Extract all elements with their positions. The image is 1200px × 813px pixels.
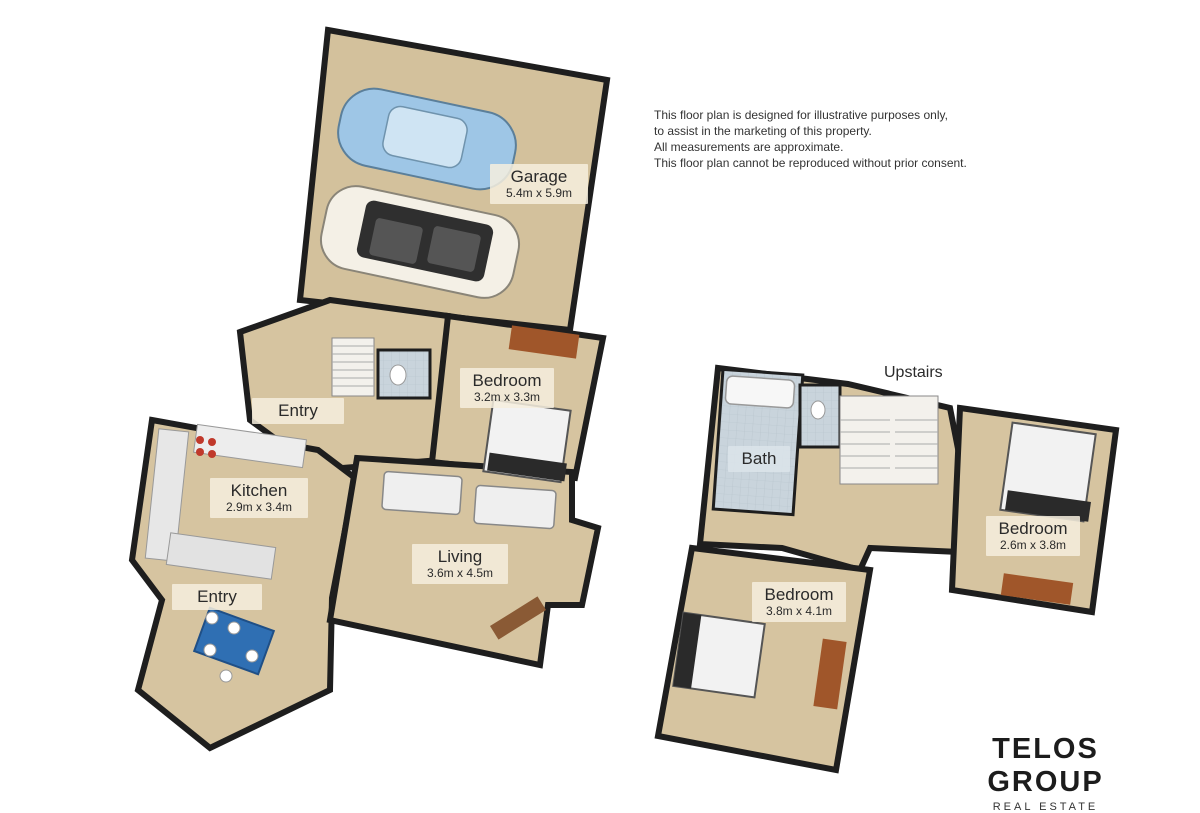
car-blue <box>337 87 517 191</box>
disclaimer-line: to assist in the marketing of this prope… <box>654 124 872 138</box>
car-white <box>319 185 521 299</box>
wardrobe-upper <box>813 638 847 710</box>
wardrobe-ground <box>508 325 580 359</box>
disclaimer-line: This floor plan is designed for illustra… <box>654 108 948 122</box>
bed-upper <box>672 611 766 699</box>
cooktop <box>196 436 216 458</box>
dining-table <box>192 606 276 683</box>
brand-name: TELOS GROUP <box>987 733 1104 798</box>
upstairs-label: Upstairs <box>884 364 943 381</box>
kitchen-bench-top <box>193 423 307 469</box>
bed-ground <box>482 398 572 484</box>
brand-tagline: REAL ESTATE <box>992 801 1099 813</box>
kitchen-bench-left <box>144 428 190 562</box>
wardrobe-right <box>1000 573 1074 605</box>
bedroom-right-label: Bedroom 2.6m x 3.8m <box>986 516 1080 557</box>
disclaimer-line: This floor plan cannot be reproduced wit… <box>654 156 967 170</box>
disclaimer-line: All measurements are approximate. <box>654 140 844 154</box>
entry-top-label: Entry <box>252 398 344 425</box>
kitchen-island <box>165 532 277 580</box>
sofa-left <box>381 470 463 516</box>
bed-right <box>999 421 1097 523</box>
upstairs-floor <box>654 364 1120 774</box>
bathtub <box>724 375 796 409</box>
disclaimer: This floor plan is designed for illustra… <box>654 107 967 171</box>
entry-bottom-label: Entry <box>172 584 262 611</box>
bath-label: Bath <box>728 446 790 473</box>
sofa-right <box>473 484 557 530</box>
wc-upper <box>798 383 842 449</box>
bedroom-upper-label: Bedroom 3.8m x 4.1m <box>752 582 846 623</box>
bedroom-ground-label: Bedroom 3.2m x 3.3m <box>460 368 554 409</box>
stairs-ground <box>331 337 375 397</box>
kitchen-label: Kitchen 2.9m x 3.4m <box>210 478 308 519</box>
garage-label: Garage 5.4m x 5.9m <box>490 164 588 205</box>
ground-floor <box>128 26 611 752</box>
wc-ground <box>376 348 432 400</box>
brand-logo: TELOS GROUP REAL ESTATE <box>938 733 1153 813</box>
tv-unit <box>490 596 546 640</box>
living-label: Living 3.6m x 4.5m <box>412 544 508 585</box>
stairs-upper <box>839 395 939 485</box>
